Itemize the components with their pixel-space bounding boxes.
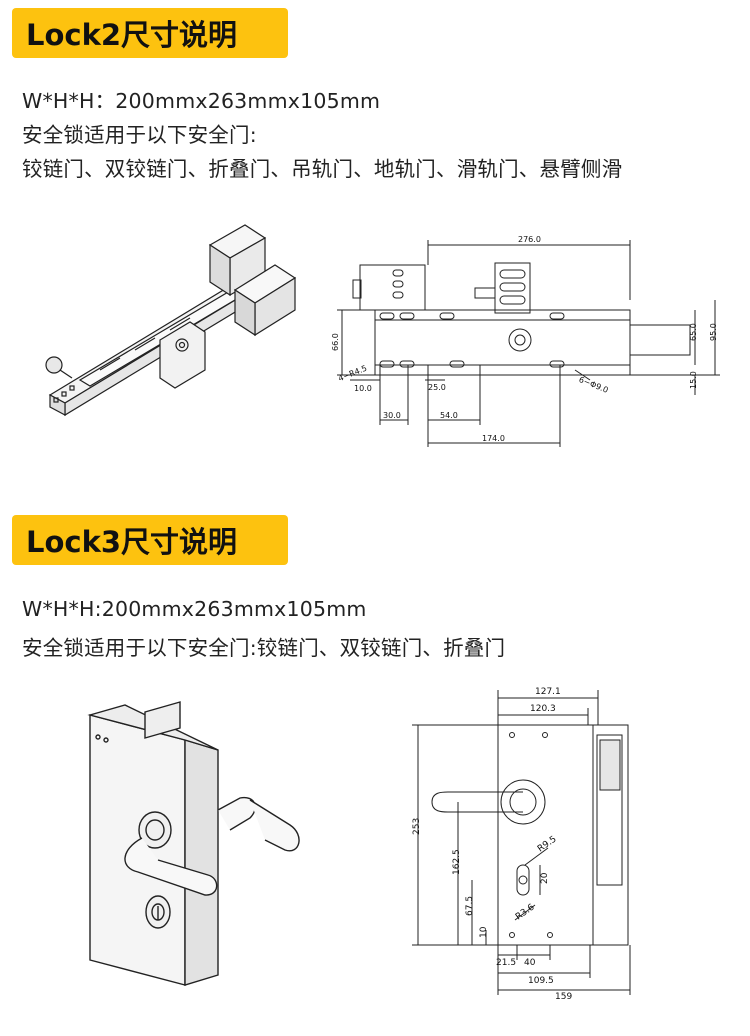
- lock3-dim-162-5: 162.5: [452, 849, 462, 875]
- lock3-title: Lock3尺寸说明: [26, 525, 238, 559]
- lock2-isometric-drawing: [45, 224, 297, 417]
- lock2-dim-174: 174.0: [482, 434, 505, 443]
- lock2-dim-30: 30.0: [383, 411, 401, 420]
- lock2-dim-25: 25.0: [428, 383, 446, 392]
- lock3-dim-21-5: 21.5: [496, 958, 516, 968]
- lock2-dim-15: 15.0: [689, 371, 698, 389]
- lock3-size-spec: W*H*H:200mmx263mmx105mm: [22, 597, 367, 621]
- lock2-size-spec: W*H*H：200mmx263mmx105mm: [22, 89, 381, 113]
- lock3-dim-67-5: 67.5: [465, 896, 475, 916]
- lock3-dim-10: 10: [479, 926, 489, 938]
- lock3-dim-253: 253: [412, 818, 422, 835]
- lock3-dim-r3-6: R3.6: [514, 902, 537, 922]
- lock3-dim-159: 159: [555, 992, 572, 1000]
- lock3-suitable-text: 安全锁适用于以下安全门:铰链门、双铰链门、折叠门: [22, 636, 506, 660]
- lock3-isometric-drawing: [87, 701, 300, 986]
- lock2-dim-54: 54.0: [440, 411, 458, 420]
- lock3-dimension-drawing: 127.1 120.3 253 162.5 R9.5 20 67.5 R3.6 …: [412, 687, 631, 1000]
- lock3-dim-120-3: 120.3: [530, 704, 556, 714]
- lock2-dim-65: 65.0: [689, 323, 698, 341]
- lock2-dim-276: 276.0: [518, 235, 541, 244]
- lock2-suitable-text: 安全锁适用于以下安全门:: [22, 123, 257, 147]
- lock3-title-banner: Lock3尺寸说明: [12, 515, 288, 565]
- lock3-dim-20: 20: [540, 872, 550, 884]
- lock2-door-types: 铰链门、双铰链门、折叠门、吊轨门、地轨门、滑轨门、悬臂侧滑: [22, 157, 623, 181]
- lock2-title-banner: Lock2尺寸说明: [12, 8, 288, 58]
- lock3-dim-40: 40: [524, 958, 536, 968]
- lock2-dim-66: 66.0: [331, 333, 340, 351]
- lock3-dim-r9-5: R9.5: [536, 834, 559, 854]
- lock2-title: Lock2尺寸说明: [26, 18, 238, 52]
- lock3-dim-109-5: 109.5: [528, 976, 554, 986]
- lock2-dim-95: 95.0: [709, 323, 718, 341]
- lock2-dim-10: 10.0: [354, 384, 372, 393]
- lock2-dim-phi9: 6−Φ9.0: [578, 375, 610, 395]
- lock2-dimension-drawing: 276.0 66.0 4−R4.5 10.0 30.0 25.0 54.0 17…: [331, 235, 720, 447]
- lock3-dim-127-1: 127.1: [535, 687, 561, 697]
